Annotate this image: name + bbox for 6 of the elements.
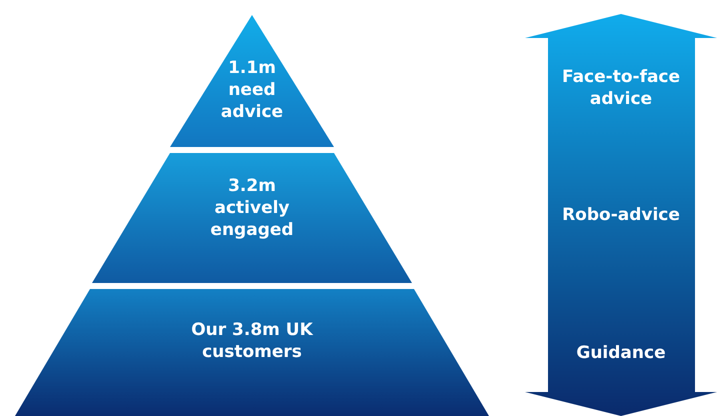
tier-label: Our 3.8m UK customers xyxy=(190,319,314,363)
arrow-label: Robo-advice xyxy=(561,204,681,226)
arrow-label: Face-to-face advice xyxy=(560,66,682,110)
tier-label: 3.2m actively engaged xyxy=(209,175,295,241)
tier-label: 1.1m need advice xyxy=(220,57,284,123)
arrow-label: Guidance xyxy=(575,342,667,364)
